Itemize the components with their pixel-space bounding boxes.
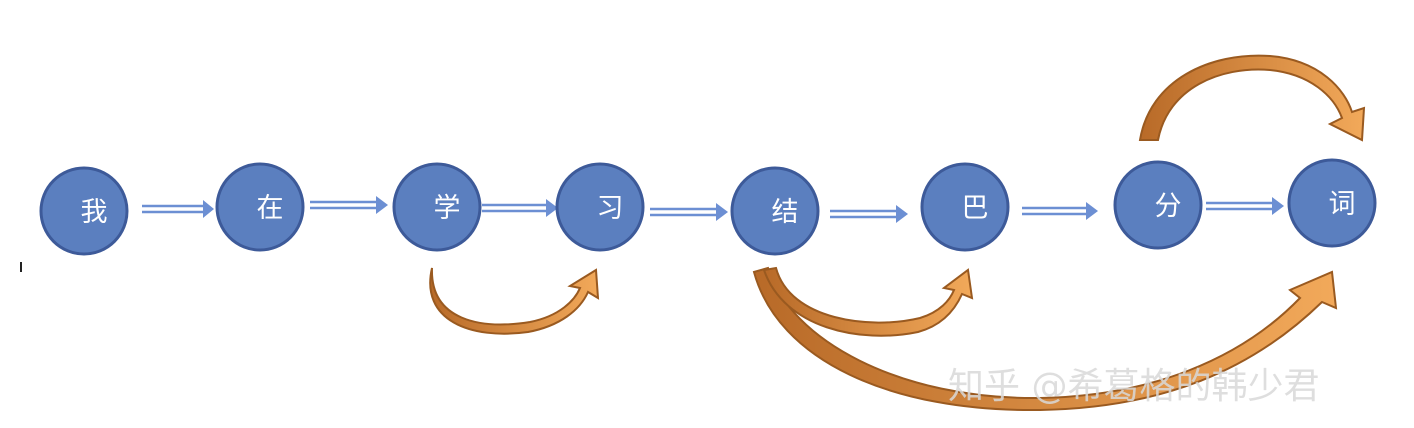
node-fen: 分 <box>1113 160 1203 250</box>
node-label-jie: 结 <box>772 197 799 228</box>
skip-edge-jie-ba <box>762 266 974 337</box>
node-zai: 在 <box>215 162 305 252</box>
skip-edge-fen-ci <box>1138 54 1366 142</box>
seq-edge-7 <box>1206 197 1284 215</box>
skip-edge-xue-xi <box>429 267 600 335</box>
seq-edge-4 <box>650 203 728 221</box>
nodes: 我 在 学 习 结 巴 分 词 <box>39 158 1377 256</box>
node-xi: 习 <box>555 162 645 252</box>
node-wo: 我 <box>39 166 129 256</box>
node-label-xi: 习 <box>597 193 624 224</box>
edge-artifact <box>20 262 22 272</box>
node-ba: 巴 <box>920 162 1010 252</box>
node-jie: 结 <box>730 166 820 256</box>
node-label-zai: 在 <box>257 193 284 224</box>
sequence-edges <box>142 196 1284 223</box>
node-label-ci: 词 <box>1329 189 1356 220</box>
node-label-xue: 学 <box>434 193 461 224</box>
node-label-ba: 巴 <box>962 193 989 224</box>
seq-edge-2 <box>310 196 388 214</box>
skip-edges <box>429 54 1366 412</box>
watermark-text: 知乎 @希葛格的韩少君 <box>948 366 1319 407</box>
seq-edge-5 <box>830 205 908 223</box>
node-label-wo: 我 <box>81 197 108 228</box>
skip-edge-jie-ci <box>752 266 1338 412</box>
seq-edge-6 <box>1022 202 1098 220</box>
seq-edge-1 <box>142 200 214 218</box>
node-xue: 学 <box>392 162 482 252</box>
node-ci: 词 <box>1287 158 1377 248</box>
seq-edge-3 <box>482 199 558 217</box>
node-label-fen: 分 <box>1155 191 1182 222</box>
